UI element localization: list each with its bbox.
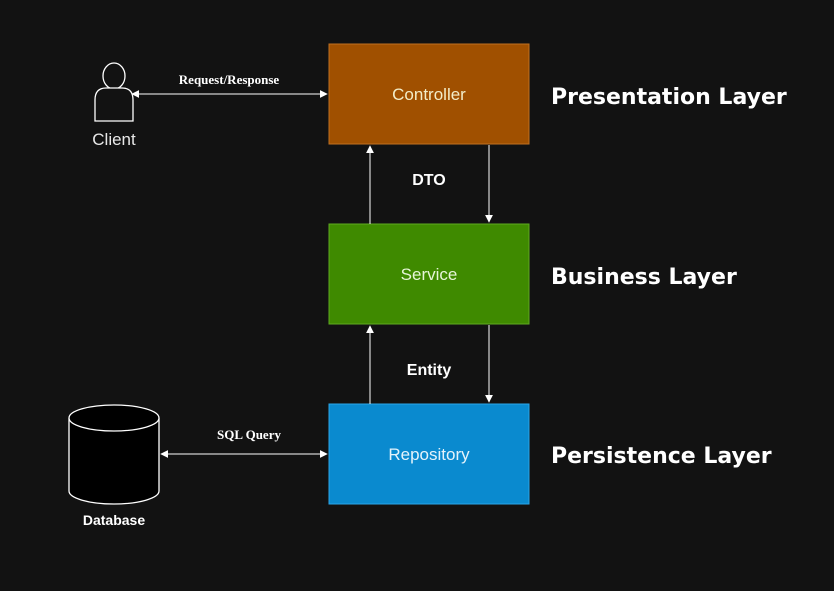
dto-label: DTO bbox=[412, 172, 445, 189]
service-label: Service bbox=[401, 265, 458, 284]
repository-label: Repository bbox=[388, 445, 470, 464]
entity-label: Entity bbox=[407, 362, 452, 379]
controller-box[interactable]: Controller bbox=[328, 43, 530, 145]
persistence-layer-label: Persistence Layer bbox=[551, 444, 772, 469]
client-label: Client bbox=[92, 130, 136, 149]
sql-query-label: SQL Query bbox=[217, 427, 281, 442]
controller-label: Controller bbox=[392, 85, 466, 104]
repository-box[interactable]: Repository bbox=[328, 403, 530, 505]
database-label: Database bbox=[83, 512, 145, 528]
client-icon bbox=[94, 62, 134, 122]
business-layer-label: Business Layer bbox=[551, 265, 737, 290]
database-icon bbox=[68, 404, 160, 505]
request-response-label: Request/Response bbox=[179, 72, 280, 87]
presentation-layer-label: Presentation Layer bbox=[551, 85, 787, 110]
service-box[interactable]: Service bbox=[328, 223, 530, 325]
